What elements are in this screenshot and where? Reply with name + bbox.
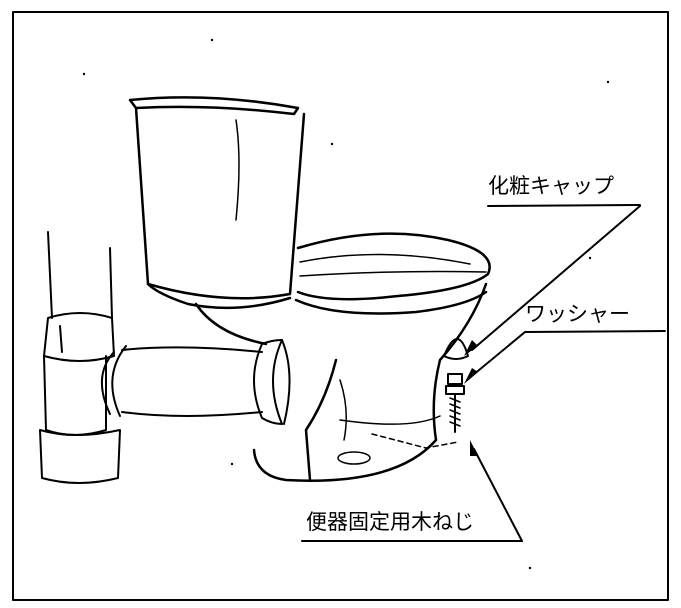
- drain-pipe: [39, 231, 121, 484]
- washer-and-screw: [445, 373, 465, 433]
- leader-lines: [301, 204, 666, 542]
- fixing-wood-screw-label: 便器固定用木ねじ: [306, 510, 474, 534]
- cosmetic-cap-shape: [443, 338, 469, 360]
- toilet-bowl: [194, 232, 491, 482]
- toilet-tank: [128, 96, 306, 310]
- background-dots: [82, 38, 610, 570]
- cosmetic-cap-label: 化粧キャップ: [488, 174, 614, 198]
- connecting-pipe: [100, 339, 291, 425]
- washer-label: ワッシャー: [525, 302, 630, 326]
- diagram-border: [12, 11, 669, 601]
